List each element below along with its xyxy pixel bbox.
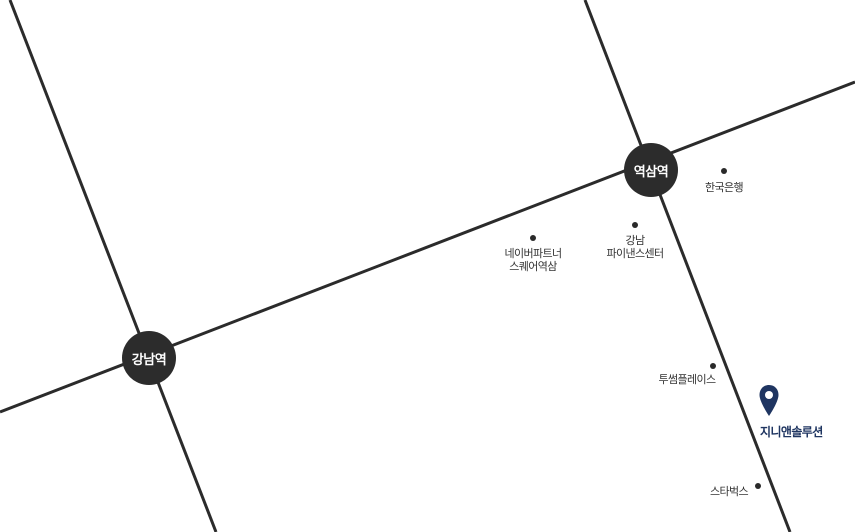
poi-marker-dot xyxy=(755,483,761,489)
poi-marker-dot xyxy=(721,168,727,174)
station-label: 강남역 xyxy=(131,352,167,368)
poi-marker-dot xyxy=(710,363,716,369)
poi-label: 강남 파이낸스센터 xyxy=(606,234,664,260)
station-yeoksam[interactable]: 역삼역 xyxy=(624,143,678,197)
destination-label[interactable]: 지니앤솔루션 xyxy=(760,425,823,439)
location-pin-icon[interactable] xyxy=(758,384,780,418)
poi-marker-dot xyxy=(632,222,638,228)
road-eonju-ro xyxy=(583,0,792,532)
poi-label: 한국은행 xyxy=(704,181,744,194)
poi-marker-dot xyxy=(530,235,536,241)
poi-label: 네이버파트너 스퀘어역삼 xyxy=(504,247,562,273)
poi-label: 투썸플레이스 xyxy=(658,373,716,386)
road-gangnam-daero xyxy=(8,0,218,532)
poi-label: 스타벅스 xyxy=(709,485,749,498)
station-gangnam[interactable]: 강남역 xyxy=(122,331,176,385)
station-label: 역삼역 xyxy=(633,164,669,180)
